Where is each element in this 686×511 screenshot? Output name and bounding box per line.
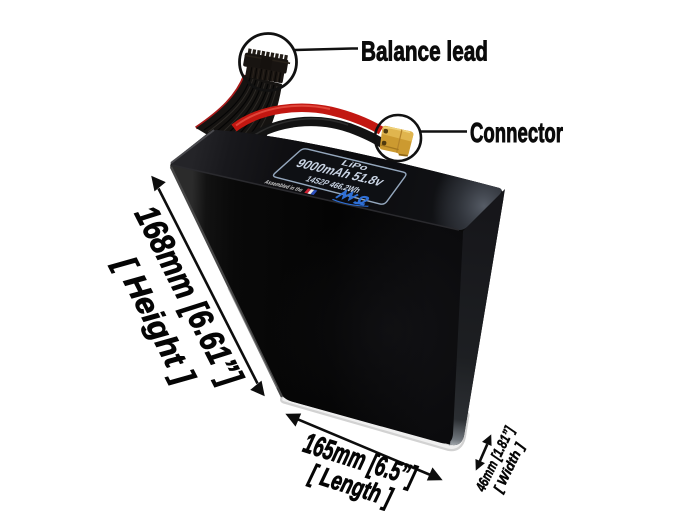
svg-text:Balance lead: Balance lead <box>361 36 488 67</box>
svg-text:Connector: Connector <box>470 117 563 148</box>
